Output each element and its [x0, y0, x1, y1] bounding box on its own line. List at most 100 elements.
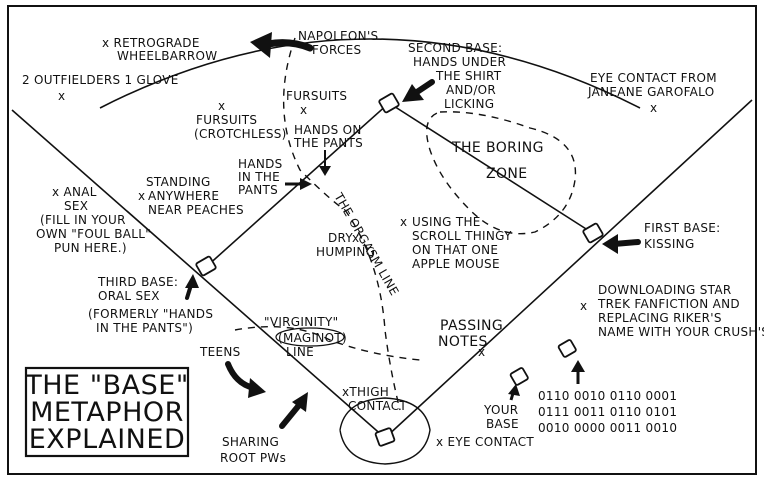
svg-text:x: x	[58, 89, 65, 103]
svg-text:IN THE PANTS"): IN THE PANTS")	[96, 321, 193, 335]
svg-text:HUMPING: HUMPING	[316, 245, 375, 259]
eye-contact-label: x EYE CONTACT	[436, 435, 534, 449]
eye-contact-janeane-label: EYE CONTACT FROM JANEANE GAROFALO x	[587, 71, 717, 115]
svg-text:FORCES: FORCES	[312, 43, 361, 57]
scroll-thingy-label: x USING THE SCROLL THINGY ON THAT ONE AP…	[400, 215, 512, 271]
teens-arrow	[225, 361, 266, 398]
svg-text:x: x	[580, 299, 587, 313]
hands-on-pants-label: HANDS ON THE PANTS	[293, 123, 363, 150]
napoleon-arrow	[250, 32, 314, 58]
anal-label: x ANAL SEX (FILL IN YOUR OWN "FOUL BALL"…	[36, 185, 151, 255]
svg-text:(FILL IN YOUR: (FILL IN YOUR	[40, 213, 126, 227]
sharing-root-label: SHARING ROOT PWs	[220, 435, 286, 465]
title-box	[24, 366, 190, 458]
second-base	[378, 92, 400, 114]
third-base-arrow	[185, 274, 199, 300]
svg-text:YOUR: YOUR	[483, 403, 518, 417]
svg-text:PASSING: PASSING	[440, 318, 503, 334]
foul-line-right	[384, 99, 753, 439]
orgasm-line	[344, 209, 401, 411]
svg-text:THE BORING: THE BORING	[451, 140, 544, 156]
svg-text:ANYWHERE: ANYWHERE	[148, 189, 219, 203]
svg-text:IN THE: IN THE	[238, 170, 280, 184]
svg-text:PUN HERE.): PUN HERE.)	[54, 241, 127, 255]
svg-text:KISSING: KISSING	[644, 237, 695, 251]
outfield-arc	[99, 38, 641, 109]
svg-text:x: x	[478, 345, 485, 359]
svg-text:DRY: DRY	[328, 231, 353, 245]
svg-text:APPLE MOUSE: APPLE MOUSE	[412, 257, 500, 271]
first-base	[582, 222, 604, 244]
svg-text:x: x	[138, 189, 145, 203]
sharing-root-arrow	[279, 392, 308, 429]
boring-zone-label: THE BORING ZONE	[451, 140, 544, 182]
svg-text:PANTS: PANTS	[238, 183, 278, 197]
your-base-arrow	[508, 384, 520, 401]
svg-text:CONTACT: CONTACT	[348, 399, 407, 413]
svg-text:WHEELBARROW: WHEELBARROW	[117, 49, 217, 63]
dry-humping-label: DRY x HUMPING	[316, 231, 375, 259]
title-line-3: EXPLAINED	[29, 424, 185, 455]
third-base	[195, 255, 217, 277]
svg-text:FURSUITS: FURSUITS	[286, 89, 347, 103]
binary-base-arrow	[571, 360, 585, 384]
virginity-label: "VIRGINITY" (MAGINOT) LINE	[264, 315, 347, 359]
svg-text:FURSUITS: FURSUITS	[196, 113, 257, 127]
svg-text:x: x	[650, 101, 657, 115]
hands-on-pants-arrow	[319, 150, 331, 176]
svg-text:NAME WITH YOUR CRUSH'S.: NAME WITH YOUR CRUSH'S.	[598, 325, 764, 339]
svg-text:HANDS: HANDS	[238, 157, 283, 171]
svg-text:JANEANE GAROFALO: JANEANE GAROFALO	[587, 85, 714, 99]
napoleon-label: NAPOLEON'S FORCES	[298, 29, 378, 57]
svg-text:(MAGINOT): (MAGINOT)	[278, 331, 347, 345]
svg-text:DOWNLOADING STAR: DOWNLOADING STAR	[598, 283, 731, 297]
svg-text:NOTES: NOTES	[438, 334, 488, 350]
second-base-arrow	[402, 79, 435, 102]
svg-text:0110 0010 0110 0001: 0110 0010 0110 0001	[538, 389, 677, 403]
teens-label: TEENS	[199, 345, 241, 359]
svg-text:BASE: BASE	[486, 417, 519, 431]
svg-text:HANDS ON: HANDS ON	[294, 123, 362, 137]
svg-text:HANDS UNDER: HANDS UNDER	[413, 55, 506, 69]
title-line-2: METAPHOR	[30, 397, 184, 428]
outfielders-label: 2 OUTFIELDERS 1 GLOVE x	[22, 73, 179, 103]
svg-text:STANDING: STANDING	[146, 175, 211, 189]
svg-text:x RETROGRADE: x RETROGRADE	[102, 36, 200, 50]
svg-text:"VIRGINITY": "VIRGINITY"	[264, 315, 338, 329]
home-circle	[339, 397, 431, 465]
svg-text:TREK FANFICTION AND: TREK FANFICTION AND	[597, 297, 740, 311]
svg-text:THE PANTS: THE PANTS	[293, 136, 363, 150]
second-base-label: SECOND BASE: HANDS UNDER THE SHIRT AND/O…	[408, 41, 506, 111]
thigh-contact-label: xTHIGH CONTACT	[342, 385, 407, 413]
svg-text:ON THAT ONE: ON THAT ONE	[412, 243, 498, 257]
virginity-line	[234, 326, 421, 361]
first-base-label: FIRST BASE: KISSING	[644, 221, 720, 251]
first-base-arrow	[602, 234, 641, 254]
passing-notes-label: PASSING NOTES x	[438, 318, 503, 359]
star-trek-label: DOWNLOADING STAR x TREK FANFICTION AND R…	[580, 283, 764, 339]
hands-in-pants-arrow	[285, 178, 312, 190]
svg-text:SCROLL THINGY: SCROLL THINGY	[412, 229, 512, 243]
svg-text:AND/OR: AND/OR	[446, 83, 496, 97]
binary-base-block	[557, 339, 577, 358]
standing-peaches-label: STANDING x ANYWHERE NEAR PEACHES	[138, 175, 244, 217]
foul-line-left	[11, 109, 386, 439]
svg-text:EYE CONTACT FROM: EYE CONTACT FROM	[590, 71, 717, 85]
svg-text:x: x	[352, 231, 359, 245]
panel-border	[7, 5, 757, 475]
svg-text:x: x	[400, 215, 407, 229]
fursuits-crotchless-label: x FURSUITS (CROTCHLESS)	[194, 99, 286, 141]
your-base-block	[509, 367, 529, 386]
svg-text:OWN "FOUL BALL": OWN "FOUL BALL"	[36, 227, 151, 241]
third-base-label: THIRD BASE: ORAL SEX (FORMERLY "HANDS IN…	[88, 275, 213, 335]
svg-text:2 OUTFIELDERS 1 GLOVE: 2 OUTFIELDERS 1 GLOVE	[22, 73, 179, 87]
svg-text:LINE: LINE	[286, 345, 314, 359]
svg-text:0010 0000 0011 0010: 0010 0000 0011 0010	[538, 421, 677, 435]
svg-text:NEAR PEACHES: NEAR PEACHES	[148, 203, 244, 217]
second-to-first-line	[388, 102, 595, 235]
retrograde-label: x RETROGRADE WHEELBARROW	[102, 36, 217, 63]
svg-text:THIRD BASE:: THIRD BASE:	[97, 275, 178, 289]
boring-zone-outline	[426, 111, 577, 235]
